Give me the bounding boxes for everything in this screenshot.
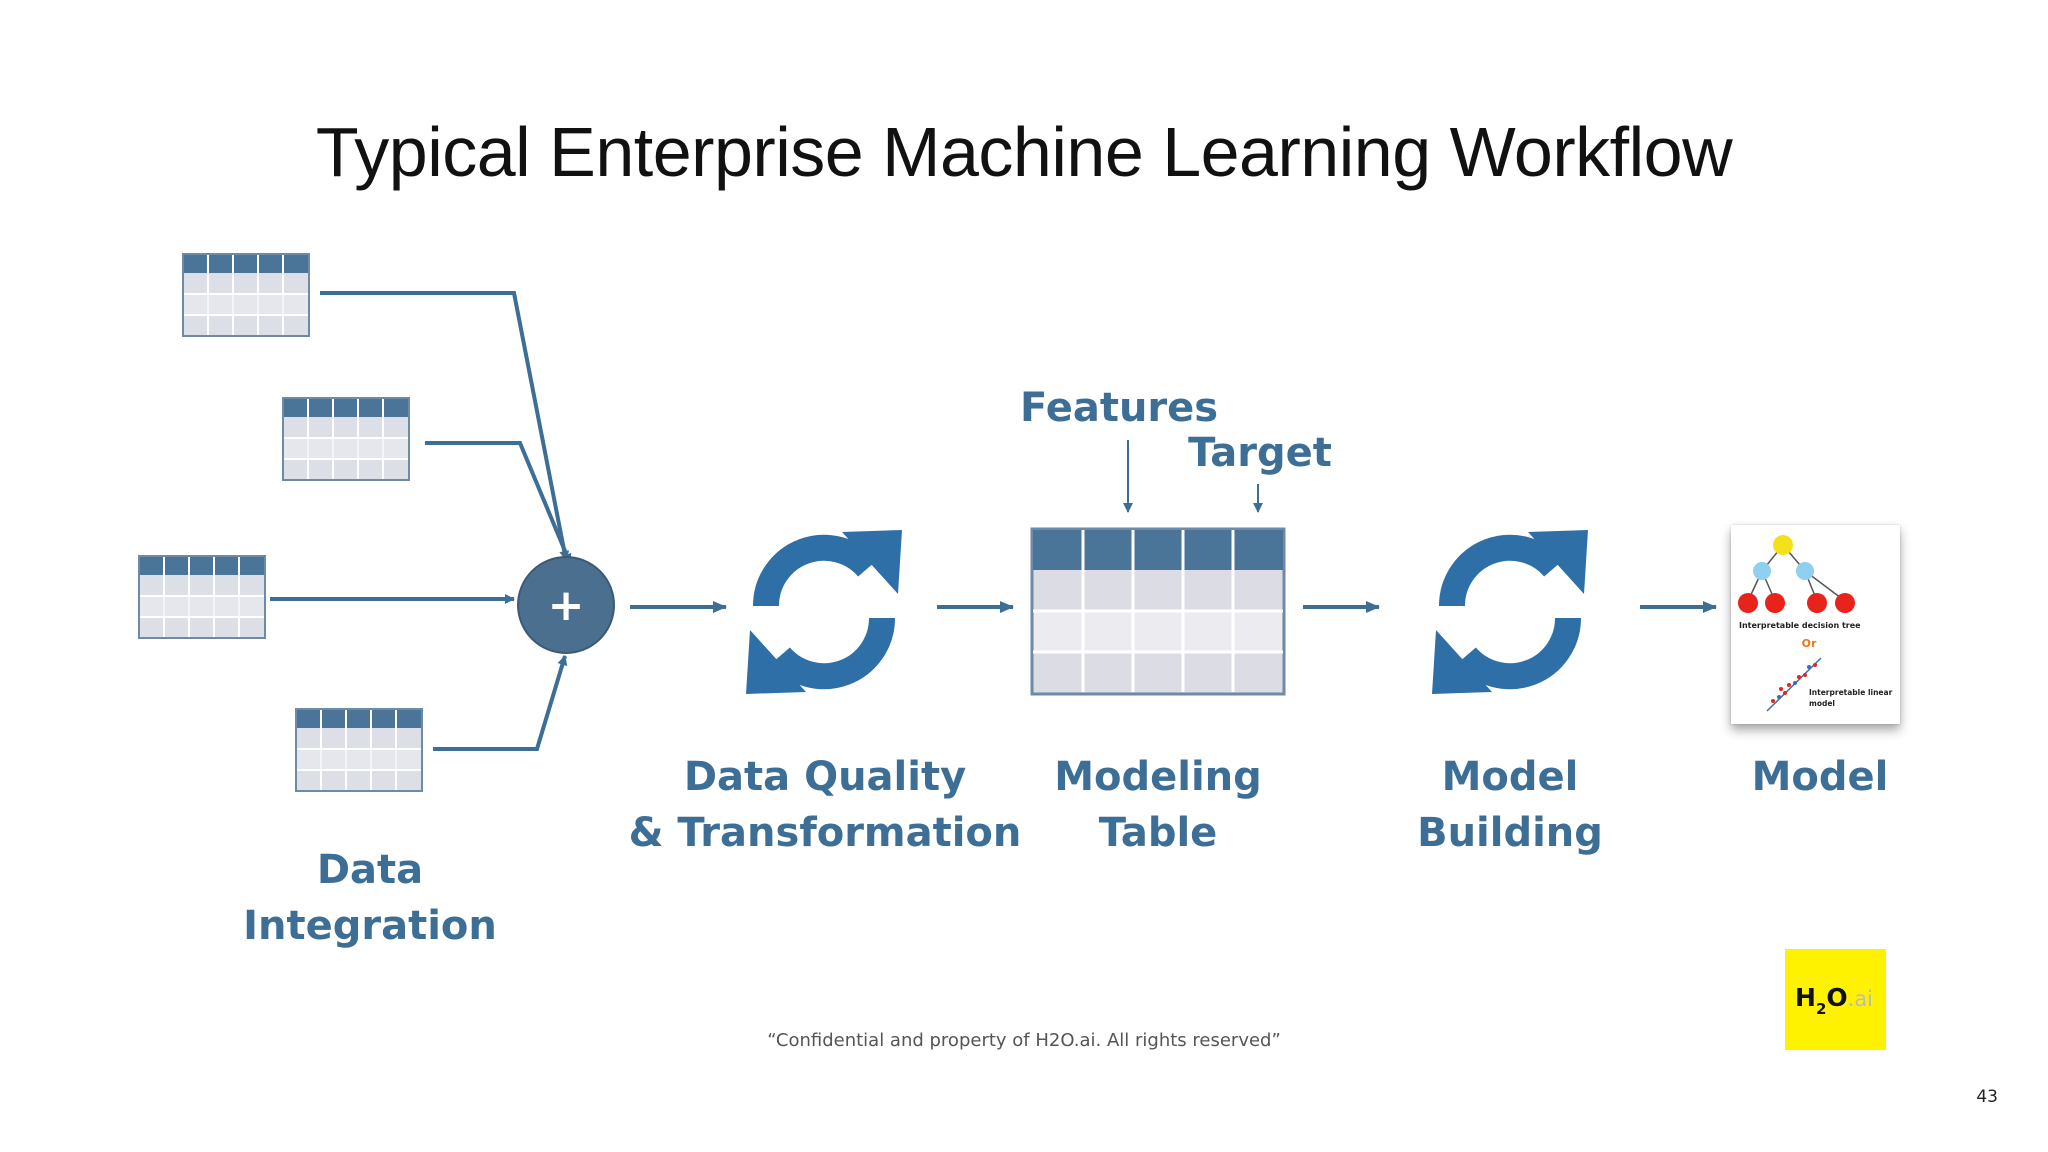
source-table-2 xyxy=(282,397,410,481)
stage-label-model-building: Model Building xyxy=(1390,749,1630,861)
linear-caption-line1: Interpretable linear xyxy=(1809,688,1893,697)
plus-icon: + xyxy=(548,580,585,631)
linear-caption-line2: model xyxy=(1809,699,1835,708)
page-number: 43 xyxy=(1976,1087,1998,1107)
stage-label-modeling-table: Modeling Table xyxy=(1038,749,1278,861)
source-table-3 xyxy=(138,555,266,639)
modeling-table-icon xyxy=(1030,527,1286,696)
or-label: Or xyxy=(1802,637,1817,650)
page-title: Typical Enterprise Machine Learning Work… xyxy=(315,113,1733,191)
source-table-4 xyxy=(295,708,423,792)
svg-text:H2O.ai: H2O.ai xyxy=(1795,983,1873,1018)
stage-label-model: Model xyxy=(1751,754,1889,800)
stage-label-line: Integration xyxy=(243,903,497,949)
stage-label-line: Model xyxy=(1441,754,1579,800)
features-label: Features xyxy=(1020,385,1219,431)
target-label: Target xyxy=(1188,430,1332,476)
stage-label-line: Building xyxy=(1417,810,1603,856)
h2o-logo: H2O.ai xyxy=(1785,949,1886,1050)
model-illustration: Interpretable decision tree Or Interpret… xyxy=(1738,535,1893,712)
connector-line-1 xyxy=(320,291,570,561)
stage-label-line: Modeling xyxy=(1054,754,1262,800)
decision-tree-illustration xyxy=(1738,535,1855,613)
stage-label-line: Data xyxy=(316,847,424,893)
stage-label-line: Table xyxy=(1098,810,1218,856)
model-card: Interpretable decision tree Or Interpret… xyxy=(1731,525,1900,724)
stage-label-line: & Transformation xyxy=(628,810,1022,856)
source-table-1 xyxy=(182,253,310,337)
confidential-notice: “Confidential and property of H2O.ai. Al… xyxy=(767,1030,1281,1051)
refresh-icon-model-building xyxy=(1432,530,1588,694)
stage-label-data-quality: Data Quality & Transformation xyxy=(610,749,1040,861)
stage-label-line: Data Quality xyxy=(683,754,967,800)
combine-node xyxy=(517,556,615,654)
refresh-icon-data-quality xyxy=(746,530,902,694)
connector-line-4 xyxy=(433,655,568,751)
tree-caption: Interpretable decision tree xyxy=(1739,621,1861,630)
linear-model-illustration xyxy=(1766,657,1822,712)
stage-label-data-integration: Data Integration xyxy=(220,842,520,954)
connector-line-2 xyxy=(425,441,572,564)
